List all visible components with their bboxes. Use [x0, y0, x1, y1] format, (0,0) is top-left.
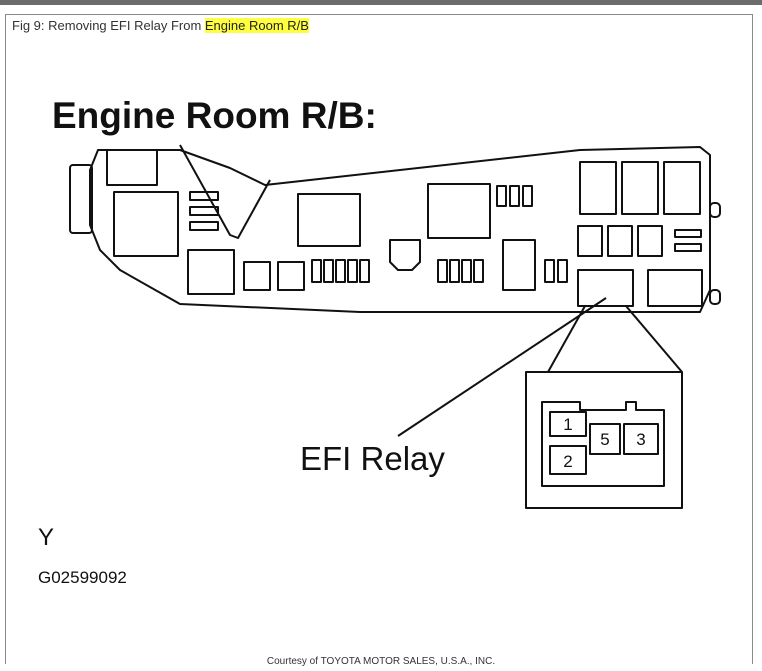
pin-5-label: 5 [600, 430, 609, 449]
fuse-left-1 [189, 191, 219, 201]
fuse-left-2 [189, 206, 219, 216]
fuse-right-2 [674, 243, 702, 252]
fuse-left-3 [189, 221, 219, 231]
fuse-box-small-2 [607, 225, 633, 257]
fuse-top-a [496, 185, 507, 207]
relay-tall [502, 239, 536, 291]
caption-text: Fig 9: Removing EFI Relay From [12, 18, 205, 33]
pin-1-outline [549, 411, 587, 437]
fuse-square-2 [277, 261, 305, 291]
fuse-row-1b [323, 259, 334, 283]
box-side-tab [69, 164, 93, 234]
pin-3-label: 3 [636, 430, 645, 449]
hinge-strip [179, 144, 271, 239]
fuse-row-2b [449, 259, 460, 283]
connector-left [187, 249, 235, 295]
relay-box-outline [89, 146, 711, 313]
view-letter: Y [38, 524, 54, 551]
relay-right-1 [579, 161, 617, 215]
fuse-row-1c [335, 259, 346, 283]
box-nub-upper [709, 202, 721, 218]
fuse-top-c [522, 185, 533, 207]
pin-5-outline [589, 423, 621, 455]
figure-code: G02599092 [38, 568, 127, 587]
connector-center [389, 239, 421, 271]
fuse-row-1a [311, 259, 322, 283]
callout-line-right [625, 305, 683, 373]
pin-2-label: 2 [563, 452, 572, 471]
fuse-box-small-1 [577, 225, 603, 257]
efi-leader-line [397, 297, 607, 437]
relay-right-bottom [647, 269, 703, 307]
efi-relay-body [541, 401, 665, 487]
fuse-row-2d [473, 259, 484, 283]
relay-center-right [427, 183, 491, 239]
fuse-box-small-3 [637, 225, 663, 257]
fuse-top-b [509, 185, 520, 207]
relay-right-2 [621, 161, 659, 215]
pin-1-label: 1 [563, 415, 572, 434]
fuse-mid-b [557, 259, 568, 283]
efi-relay-label: EFI Relay [300, 440, 445, 477]
fuse-square-1 [243, 261, 271, 291]
relay-right-3 [663, 161, 701, 215]
box-nub-lower [709, 289, 721, 305]
diagram-heading: Engine Room R/B: [52, 95, 377, 136]
caption-highlight: Engine Room R/B [204, 18, 309, 33]
fuse-right-1 [674, 229, 702, 238]
fuse-mid-a [544, 259, 555, 283]
efi-detail-box [525, 371, 683, 509]
fuse-row-1e [359, 259, 370, 283]
figure-caption: Fig 9: Removing EFI Relay From Engine Ro… [12, 18, 309, 33]
pin-2-outline [549, 445, 587, 475]
window-top-edge [0, 0, 762, 5]
efi-relay-slot [577, 269, 634, 307]
fuse-row-2a [437, 259, 448, 283]
relay-center-large [297, 193, 361, 247]
figure-frame [5, 14, 753, 664]
relay-small-topleft [106, 149, 158, 186]
fuse-row-2c [461, 259, 472, 283]
relay-large-left [113, 191, 179, 257]
pin-3-outline [623, 423, 659, 455]
fuse-row-1d [347, 259, 358, 283]
courtesy-footer: Courtesy of TOYOTA MOTOR SALES, U.S.A., … [266, 656, 496, 667]
